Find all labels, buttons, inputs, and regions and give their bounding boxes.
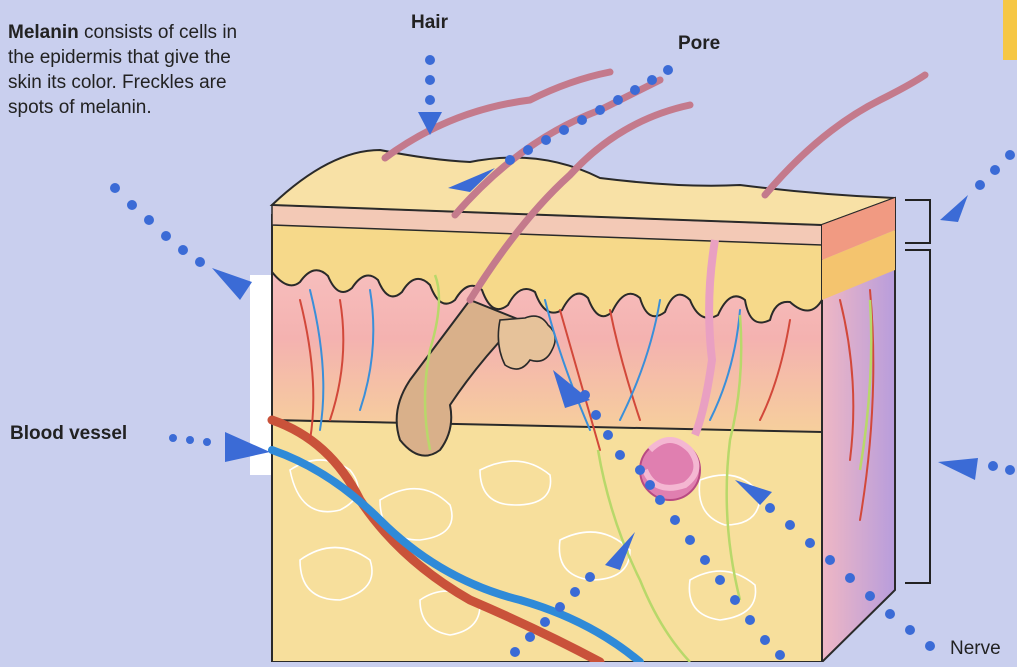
label-hair: Hair — [411, 12, 448, 34]
melanin-annotation: Melanin consists of cells in the epiderm… — [8, 20, 268, 120]
label-nerve: Nerve — [950, 638, 1001, 660]
yellow-tab — [1003, 0, 1017, 60]
melanin-term: Melanin — [8, 22, 79, 43]
label-blood-vessel: Blood vessel — [10, 423, 127, 445]
label-pore: Pore — [678, 33, 720, 55]
